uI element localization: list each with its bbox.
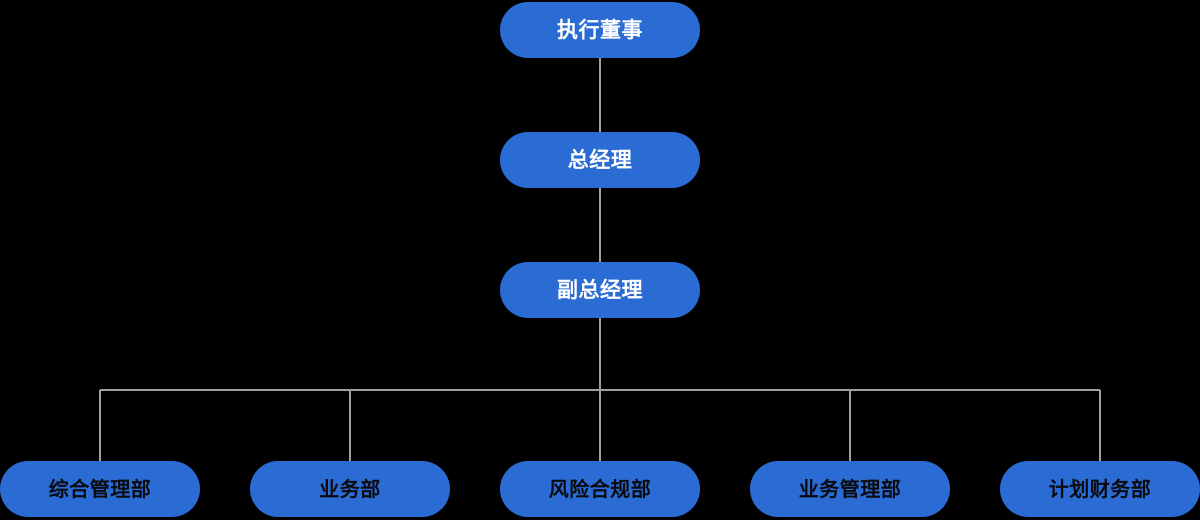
org-node-department-risk-compliance[interactable]: 风险合规部 — [500, 461, 700, 517]
org-node-general-manager[interactable]: 总经理 — [500, 132, 700, 188]
org-node-department-general-management[interactable]: 综合管理部 — [0, 461, 200, 517]
org-node-label: 业务管理部 — [798, 477, 902, 501]
org-node-executive-director[interactable]: 执行董事 — [500, 2, 700, 58]
org-node-label: 综合管理部 — [48, 477, 152, 501]
org-node-label: 总经理 — [567, 147, 633, 172]
org-node-label: 风险合规部 — [548, 477, 652, 501]
org-node-label: 计划财务部 — [1048, 477, 1152, 501]
org-node-deputy-general-manager[interactable]: 副总经理 — [500, 262, 700, 318]
org-node-label: 业务部 — [319, 477, 381, 501]
org-node-label: 副总经理 — [557, 277, 643, 302]
org-node-department-business-management[interactable]: 业务管理部 — [750, 461, 950, 517]
org-node-department-planning-finance[interactable]: 计划财务部 — [1000, 461, 1200, 517]
org-node-department-business[interactable]: 业务部 — [250, 461, 450, 517]
org-node-label: 执行董事 — [557, 17, 643, 42]
